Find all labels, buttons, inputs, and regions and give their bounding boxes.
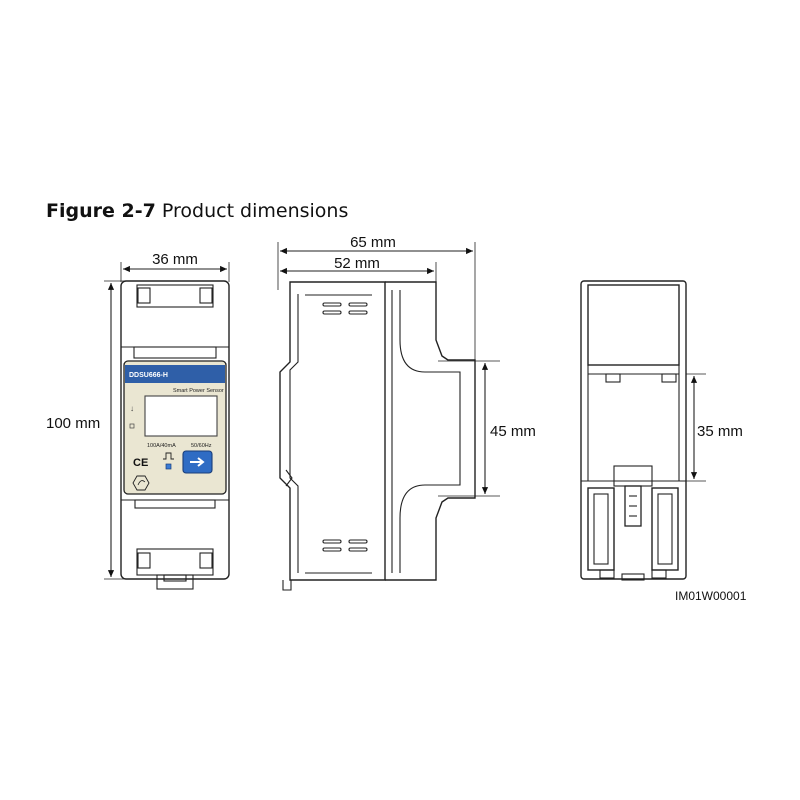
device-name: Smart Power Sensor	[173, 388, 224, 394]
front-view: ↓	[104, 262, 230, 590]
rear-height-label: 35 mm	[697, 423, 743, 440]
side-housing	[279, 281, 386, 581]
svg-text:↓: ↓	[130, 404, 134, 413]
side-depth-label: 65 mm	[350, 234, 396, 251]
pulse-led	[165, 463, 172, 470]
frequency-rating: 50/60Hz	[191, 443, 212, 449]
image-id: IM01W00001	[675, 589, 747, 603]
side-height-label: 45 mm	[490, 423, 536, 440]
lcd-display	[144, 395, 218, 437]
ce-mark: CE	[133, 457, 148, 469]
din-rail-clip	[613, 465, 653, 487]
front-width-label: 36 mm	[152, 251, 198, 268]
figure-title: Figure 2-7 Product dimensions	[46, 200, 348, 222]
figure-caption: Product dimensions	[161, 200, 349, 222]
current-rating: 100A/40mA	[147, 443, 176, 449]
front-housing	[120, 280, 230, 580]
figure-number: Figure 2-7	[46, 200, 156, 222]
device-model: DDSU666-H	[129, 372, 168, 379]
side-view	[277, 242, 500, 591]
front-height-label: 100 mm	[46, 415, 100, 432]
rear-view	[580, 280, 706, 581]
side-body-depth-label: 52 mm	[334, 255, 380, 272]
rear-housing	[580, 280, 687, 580]
